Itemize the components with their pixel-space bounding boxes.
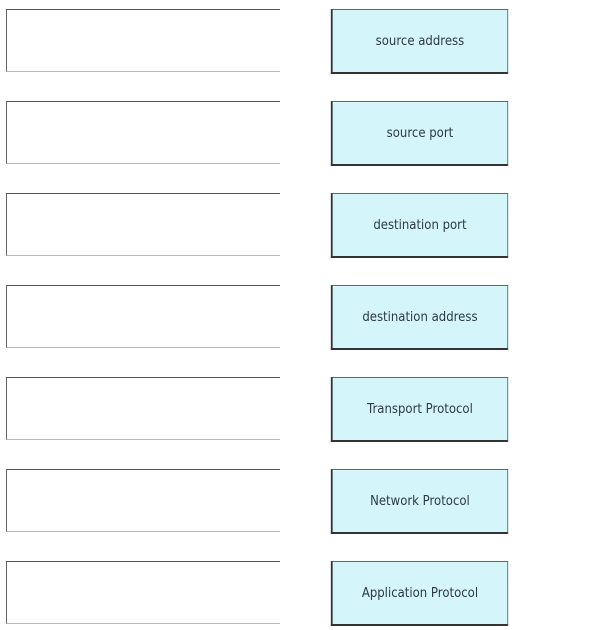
drop-target[interactable] (6, 9, 280, 72)
drop-target[interactable] (6, 469, 280, 532)
drop-target[interactable] (6, 561, 280, 624)
drag-drop-row: Network Protocol (0, 469, 600, 535)
draggable-item[interactable]: Application Protocol (330, 561, 509, 626)
drag-drop-row: source port (0, 101, 600, 167)
draggable-item[interactable]: destination port (330, 193, 509, 258)
drop-target[interactable] (6, 377, 280, 440)
drop-target[interactable] (6, 193, 280, 256)
drop-target[interactable] (6, 285, 280, 348)
drop-target[interactable] (6, 101, 280, 164)
draggable-item[interactable]: destination address (330, 285, 509, 350)
drag-drop-row: source address (0, 9, 600, 75)
draggable-item[interactable]: source port (330, 101, 509, 166)
draggable-item[interactable]: Transport Protocol (330, 377, 509, 442)
drag-drop-row: Transport Protocol (0, 377, 600, 443)
drag-drop-row: Application Protocol (0, 561, 600, 627)
draggable-item[interactable]: Network Protocol (330, 469, 509, 534)
draggable-item[interactable]: source address (330, 9, 509, 74)
drag-drop-row: destination port (0, 193, 600, 259)
drag-drop-row: destination address (0, 285, 600, 351)
